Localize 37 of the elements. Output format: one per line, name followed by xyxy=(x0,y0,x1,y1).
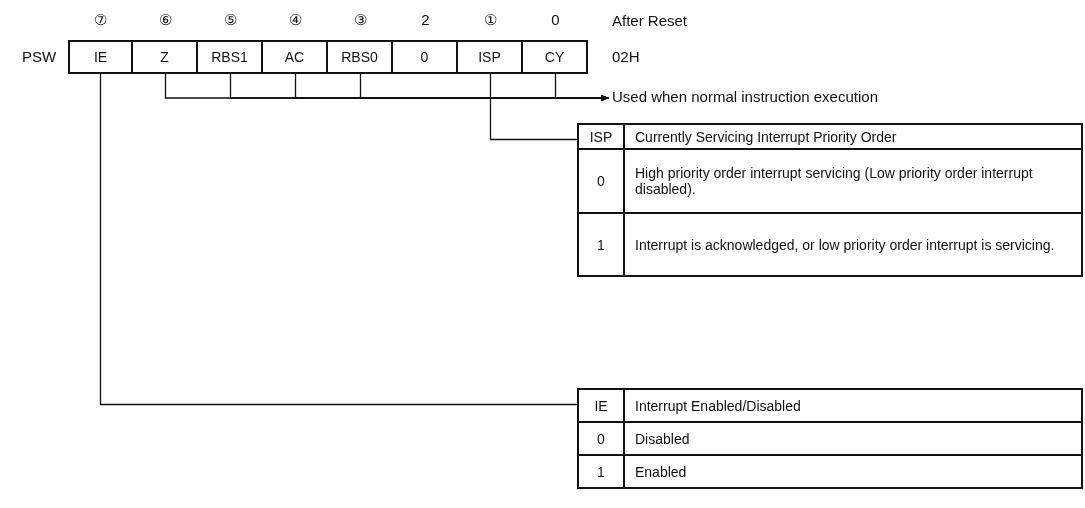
bit-number: ⑦ xyxy=(93,11,108,29)
definition-table xyxy=(577,388,1083,487)
connector-line xyxy=(489,73,578,141)
value-description: Enabled xyxy=(624,455,1082,488)
field-value: 0 xyxy=(578,149,624,213)
register-bit: Z xyxy=(133,40,198,74)
bit-number: ③ xyxy=(353,11,368,29)
field-name: IE xyxy=(578,389,624,422)
value-description: Disabled xyxy=(624,422,1082,455)
register-bit: ISP xyxy=(458,40,523,74)
arrow xyxy=(554,73,610,102)
reset-value: 02H xyxy=(612,48,640,65)
field-value: 1 xyxy=(578,213,624,276)
bit-number: ④ xyxy=(288,11,303,29)
field-value: 0 xyxy=(578,422,624,455)
bit-number: 0 xyxy=(550,11,561,28)
register-bit: 0 xyxy=(393,40,458,74)
register-name: PSW xyxy=(22,48,57,65)
note-text: Used when normal instruction execution xyxy=(612,88,878,105)
register-bit: CY xyxy=(523,40,588,74)
bit-number: ① xyxy=(483,11,498,29)
bit-number: ⑥ xyxy=(158,11,173,29)
register-bit: RBS1 xyxy=(198,40,263,74)
bit-number: ⑤ xyxy=(223,11,238,29)
bit-number: 2 xyxy=(420,11,431,28)
register-bit: RBS0 xyxy=(328,40,393,74)
value-description: High priority order interrupt servicing (Low priority order interrupt disabled). xyxy=(624,149,1082,213)
register-bit: AC xyxy=(263,40,328,74)
field-title: Interrupt Enabled/Disabled xyxy=(624,389,1082,422)
value-description: Interrupt is acknowledged, or low priority order interrupt is servicing. xyxy=(624,213,1082,276)
register-bit: IE xyxy=(68,40,133,74)
definition-table xyxy=(577,123,1083,275)
reset-heading: After Reset xyxy=(612,12,688,29)
field-name: ISP xyxy=(578,124,624,149)
field-title: Currently Servicing Interrupt Priority Order xyxy=(624,124,1082,149)
field-value: 1 xyxy=(578,455,624,488)
connector-line xyxy=(99,73,578,406)
